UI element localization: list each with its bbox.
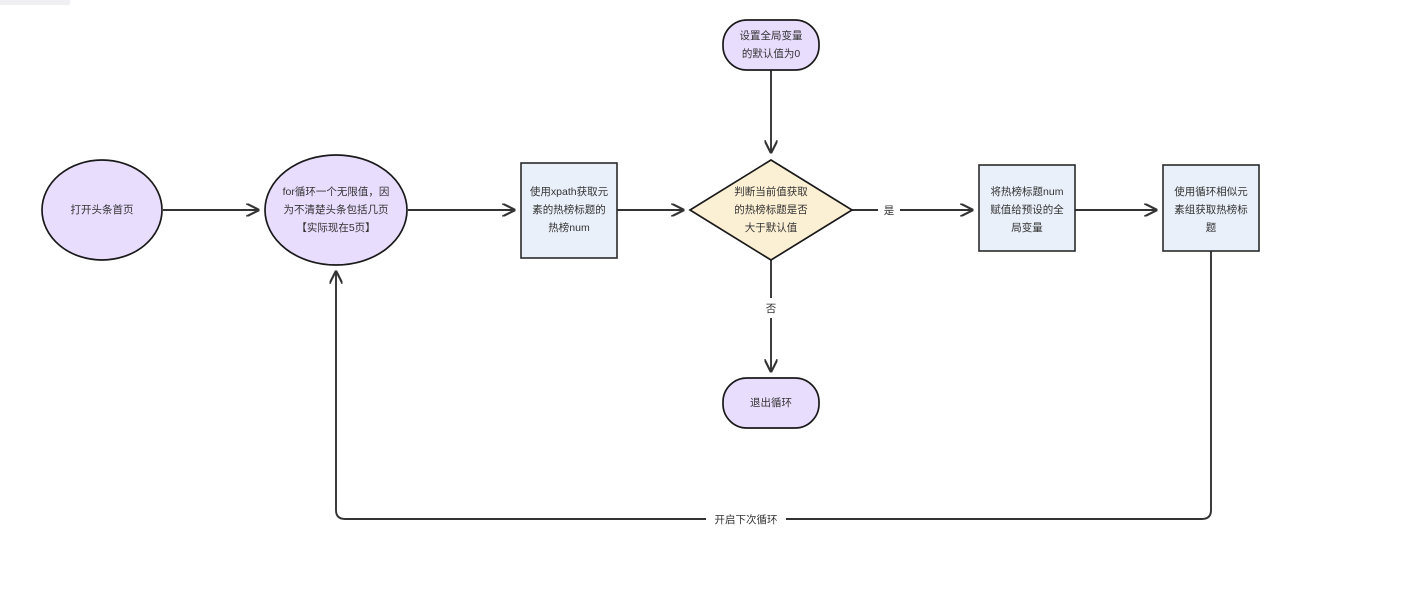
node-globalvar-shape[interactable] bbox=[722, 19, 820, 71]
node-gettitles-label-line-0: 使用循环相似元 bbox=[1174, 185, 1248, 198]
node-decision-label-line-2: 大于默认值 bbox=[745, 221, 798, 234]
node-exit[interactable]: 退出循环 bbox=[722, 377, 820, 429]
node-assign-label-line-0: 将热榜标题num bbox=[991, 185, 1064, 198]
node-gettitles-label-line-2: 题 bbox=[1206, 222, 1217, 234]
edges-layer bbox=[163, 70, 1212, 520]
nodes-layer: 打开头条首页 for循环一个无限值，因 为不清楚头条包括几页 【实际现在5页】 … bbox=[41, 19, 1260, 429]
node-forloop[interactable]: for循环一个无限值，因 为不清楚头条包括几页 【实际现在5页】 bbox=[264, 154, 408, 266]
node-assign-shape[interactable] bbox=[978, 164, 1076, 252]
node-globalvar-label-line-1: 的默认值为0 bbox=[742, 47, 800, 60]
node-decision-shape[interactable] bbox=[688, 159, 854, 261]
node-globalvar[interactable]: 设置全局变量 的默认值为0 bbox=[722, 19, 820, 71]
node-exit-shape[interactable] bbox=[722, 377, 820, 429]
node-exit-label-line-0: 退出循环 bbox=[750, 396, 792, 409]
node-decision-label-line-0: 判断当前值获取 bbox=[734, 185, 808, 198]
node-assign-label-line-1: 赋值给预设的全 bbox=[990, 203, 1064, 216]
top-edge-band bbox=[0, 0, 70, 5]
node-xpath-label-line-2: 热榜num bbox=[548, 221, 590, 234]
node-start-shape[interactable] bbox=[41, 159, 163, 261]
node-assign[interactable]: 将热榜标题num 赋值给预设的全 局变量 bbox=[978, 164, 1076, 252]
edge-label-no-bg bbox=[760, 298, 782, 318]
node-xpath-label-line-0: 使用xpath获取元 bbox=[530, 185, 609, 198]
edge-label-yes: 是 bbox=[884, 205, 895, 217]
node-forloop-label-line-1: 为不清楚头条包括几页 bbox=[284, 203, 389, 216]
edge-label-next-loop-bg bbox=[706, 509, 786, 529]
node-start-label-line-0: 打开头条首页 bbox=[71, 203, 134, 216]
edge-label-yes-bg bbox=[878, 200, 900, 220]
node-gettitles-label-line-1: 素组获取热榜标 bbox=[1174, 203, 1248, 216]
edge-label-next-loop: 开启下次循环 bbox=[715, 513, 778, 526]
node-gettitles[interactable]: 使用循环相似元 素组获取热榜标 题 bbox=[1162, 164, 1260, 252]
node-globalvar-label-line-0: 设置全局变量 bbox=[740, 29, 803, 42]
node-forloop-shape[interactable] bbox=[264, 154, 408, 266]
node-decision-label-line-1: 的热榜标题是否 bbox=[734, 203, 808, 216]
edge-labels-layer: 是 否 开启下次循环 bbox=[706, 200, 900, 529]
node-start[interactable]: 打开头条首页 bbox=[41, 159, 163, 261]
node-forloop-label-line-2: 【实际现在5页】 bbox=[296, 221, 375, 234]
node-xpath-label-line-1: 素的热榜标题的 bbox=[532, 203, 606, 216]
node-assign-label-line-2: 局变量 bbox=[1011, 221, 1043, 234]
node-decision[interactable]: 判断当前值获取 的热榜标题是否 大于默认值 bbox=[688, 159, 854, 261]
node-forloop-label-line-0: for循环一个无限值，因 bbox=[283, 185, 390, 198]
node-xpath-shape[interactable] bbox=[520, 162, 618, 259]
edge-label-no: 否 bbox=[766, 303, 777, 315]
node-xpath[interactable]: 使用xpath获取元 素的热榜标题的 热榜num bbox=[520, 162, 618, 259]
node-gettitles-shape[interactable] bbox=[1162, 164, 1260, 252]
